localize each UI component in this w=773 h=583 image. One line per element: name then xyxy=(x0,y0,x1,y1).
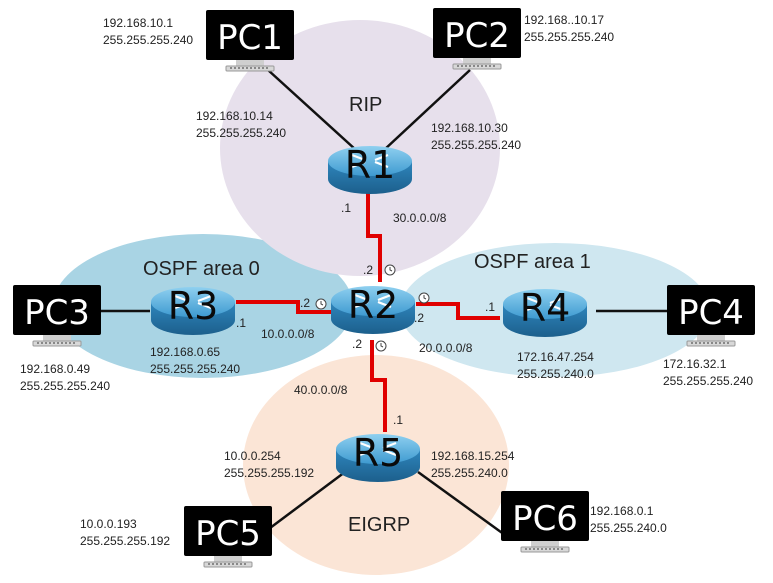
subnet-mask: 255.255.255.240 xyxy=(150,362,240,376)
router-label: R1 xyxy=(345,143,396,187)
address-label-r1-pc1: 192.168.10.14 255.255.255.240 xyxy=(196,109,286,140)
zone-label-eigrp: EIGRP xyxy=(348,514,410,536)
zone-label-ospf-area0: OSPF area 0 xyxy=(143,258,260,280)
link-pc1-r1 xyxy=(267,69,357,151)
pc-pc5[interactable]: PC5 xyxy=(183,505,273,568)
address-label-r4-pc4: 172.16.47.254 255.255.240.0 xyxy=(517,350,594,381)
network-label-r2-r3: 10.0.0.0/8 xyxy=(261,327,315,341)
host-label-r3-to-r2: .1 xyxy=(236,316,246,330)
address-label-r3-pc3: 192.168.0.65 255.255.255.240 xyxy=(150,345,240,376)
network-label-r2-r5: 40.0.0.0/8 xyxy=(294,383,348,397)
subnet-mask: 255.255.255.240 xyxy=(196,126,286,140)
router-r3[interactable]: R3 xyxy=(149,284,237,337)
host-label-r5-to-r2: .1 xyxy=(393,413,403,427)
subnet-mask: 255.255.255.240 xyxy=(524,30,614,44)
link-r5-pc5 xyxy=(261,470,346,536)
ip-address: 10.0.0.193 xyxy=(80,517,137,531)
pc-label: PC1 xyxy=(217,18,283,58)
subnet-mask: 255.255.240.0 xyxy=(431,466,508,480)
address-label-pc3: 192.168.0.49 255.255.255.240 xyxy=(20,362,110,393)
address-label-r5-pc6: 192.168.15.254 255.255.240.0 xyxy=(431,449,515,480)
zone-label-ospf-area1: OSPF area 1 xyxy=(474,251,591,273)
ip-address: 192.168.0.1 xyxy=(590,504,654,518)
host-label-r2-to-r1: .2 xyxy=(363,263,373,277)
router-r1[interactable]: R1 xyxy=(326,143,414,196)
host-label-r4-to-r2: .1 xyxy=(485,300,495,314)
pc-pc3[interactable]: PC3 xyxy=(12,284,102,347)
subnet-mask: 255.255.240.0 xyxy=(590,521,667,535)
pc-pc4[interactable]: PC4 xyxy=(666,284,756,347)
pc-label: PC3 xyxy=(24,293,90,333)
subnet-mask: 255.255.255.240 xyxy=(20,379,110,393)
pc-pc2[interactable]: PC2 xyxy=(432,7,522,70)
ip-address: 192.168.10.14 xyxy=(196,109,273,123)
host-label-r2-to-r5: .2 xyxy=(352,337,362,351)
subnet-mask: 255.255.255.240 xyxy=(431,138,521,152)
clock-icon xyxy=(375,340,387,352)
ip-address: 10.0.0.254 xyxy=(224,449,281,463)
ip-address: 172.16.32.1 xyxy=(663,357,727,371)
network-label-r2-r4: 20.0.0.0/8 xyxy=(419,341,473,355)
address-label-pc4: 172.16.32.1 255.255.255.240 xyxy=(663,357,753,388)
link-r2-r4 xyxy=(416,302,500,320)
clock-icon xyxy=(384,264,396,276)
zone-label-rip: RIP xyxy=(349,94,382,116)
address-label-pc2: 192.168..10.17 255.255.255.240 xyxy=(524,13,614,44)
link-r2-r5 xyxy=(370,340,387,432)
pc-pc6[interactable]: PC6 xyxy=(500,490,590,553)
pc-label: PC6 xyxy=(512,499,578,539)
network-label-r1-r2: 30.0.0.0/8 xyxy=(393,211,447,225)
pc-label: PC5 xyxy=(195,514,261,554)
router-r4[interactable]: R4 xyxy=(501,286,589,339)
ip-address: 172.16.47.254 xyxy=(517,350,594,364)
ip-address: 192.168..10.17 xyxy=(524,13,604,27)
host-label-r2-to-r4: .2 xyxy=(414,311,424,325)
pc-label: PC4 xyxy=(678,293,744,333)
address-label-pc5: 10.0.0.193 255.255.255.192 xyxy=(80,517,170,548)
address-label-r1-pc2: 192.168.10.30 255.255.255.240 xyxy=(431,121,521,152)
router-r2[interactable]: R2 xyxy=(329,283,417,336)
link-r3-r2 xyxy=(236,300,335,314)
subnet-mask: 255.255.255.240 xyxy=(103,33,193,47)
subnet-mask: 255.255.255.192 xyxy=(224,466,314,480)
router-r5[interactable]: R5 xyxy=(334,431,422,484)
subnet-mask: 255.255.255.192 xyxy=(80,534,170,548)
address-label-pc6: 192.168.0.1 255.255.240.0 xyxy=(590,504,667,535)
ip-address: 192.168.0.49 xyxy=(20,362,90,376)
pc-pc1[interactable]: PC1 xyxy=(205,9,295,72)
router-label: R5 xyxy=(353,431,404,475)
ip-address: 192.168.10.1 xyxy=(103,16,173,30)
pc-label: PC2 xyxy=(444,16,510,56)
address-label-pc1: 192.168.10.1 255.255.255.240 xyxy=(103,16,193,47)
address-label-r5-pc5: 10.0.0.254 255.255.255.192 xyxy=(224,449,314,480)
router-label: R2 xyxy=(348,283,399,327)
router-label: R4 xyxy=(520,286,571,330)
ip-address: 192.168.0.65 xyxy=(150,345,220,359)
link-r1-r2 xyxy=(366,193,382,282)
ip-address: 192.168.15.254 xyxy=(431,449,515,463)
clock-icon xyxy=(418,292,430,304)
link-pc2-r1 xyxy=(383,69,471,151)
router-label: R3 xyxy=(168,284,219,328)
host-label-r2-to-r3: .2 xyxy=(300,296,310,310)
link-r5-pc6 xyxy=(417,470,506,537)
host-label-r1-to-r2: .1 xyxy=(341,201,351,215)
ip-address: 192.168.10.30 xyxy=(431,121,508,135)
subnet-mask: 255.255.240.0 xyxy=(517,367,594,381)
clock-icon xyxy=(315,298,327,310)
subnet-mask: 255.255.255.240 xyxy=(663,374,753,388)
